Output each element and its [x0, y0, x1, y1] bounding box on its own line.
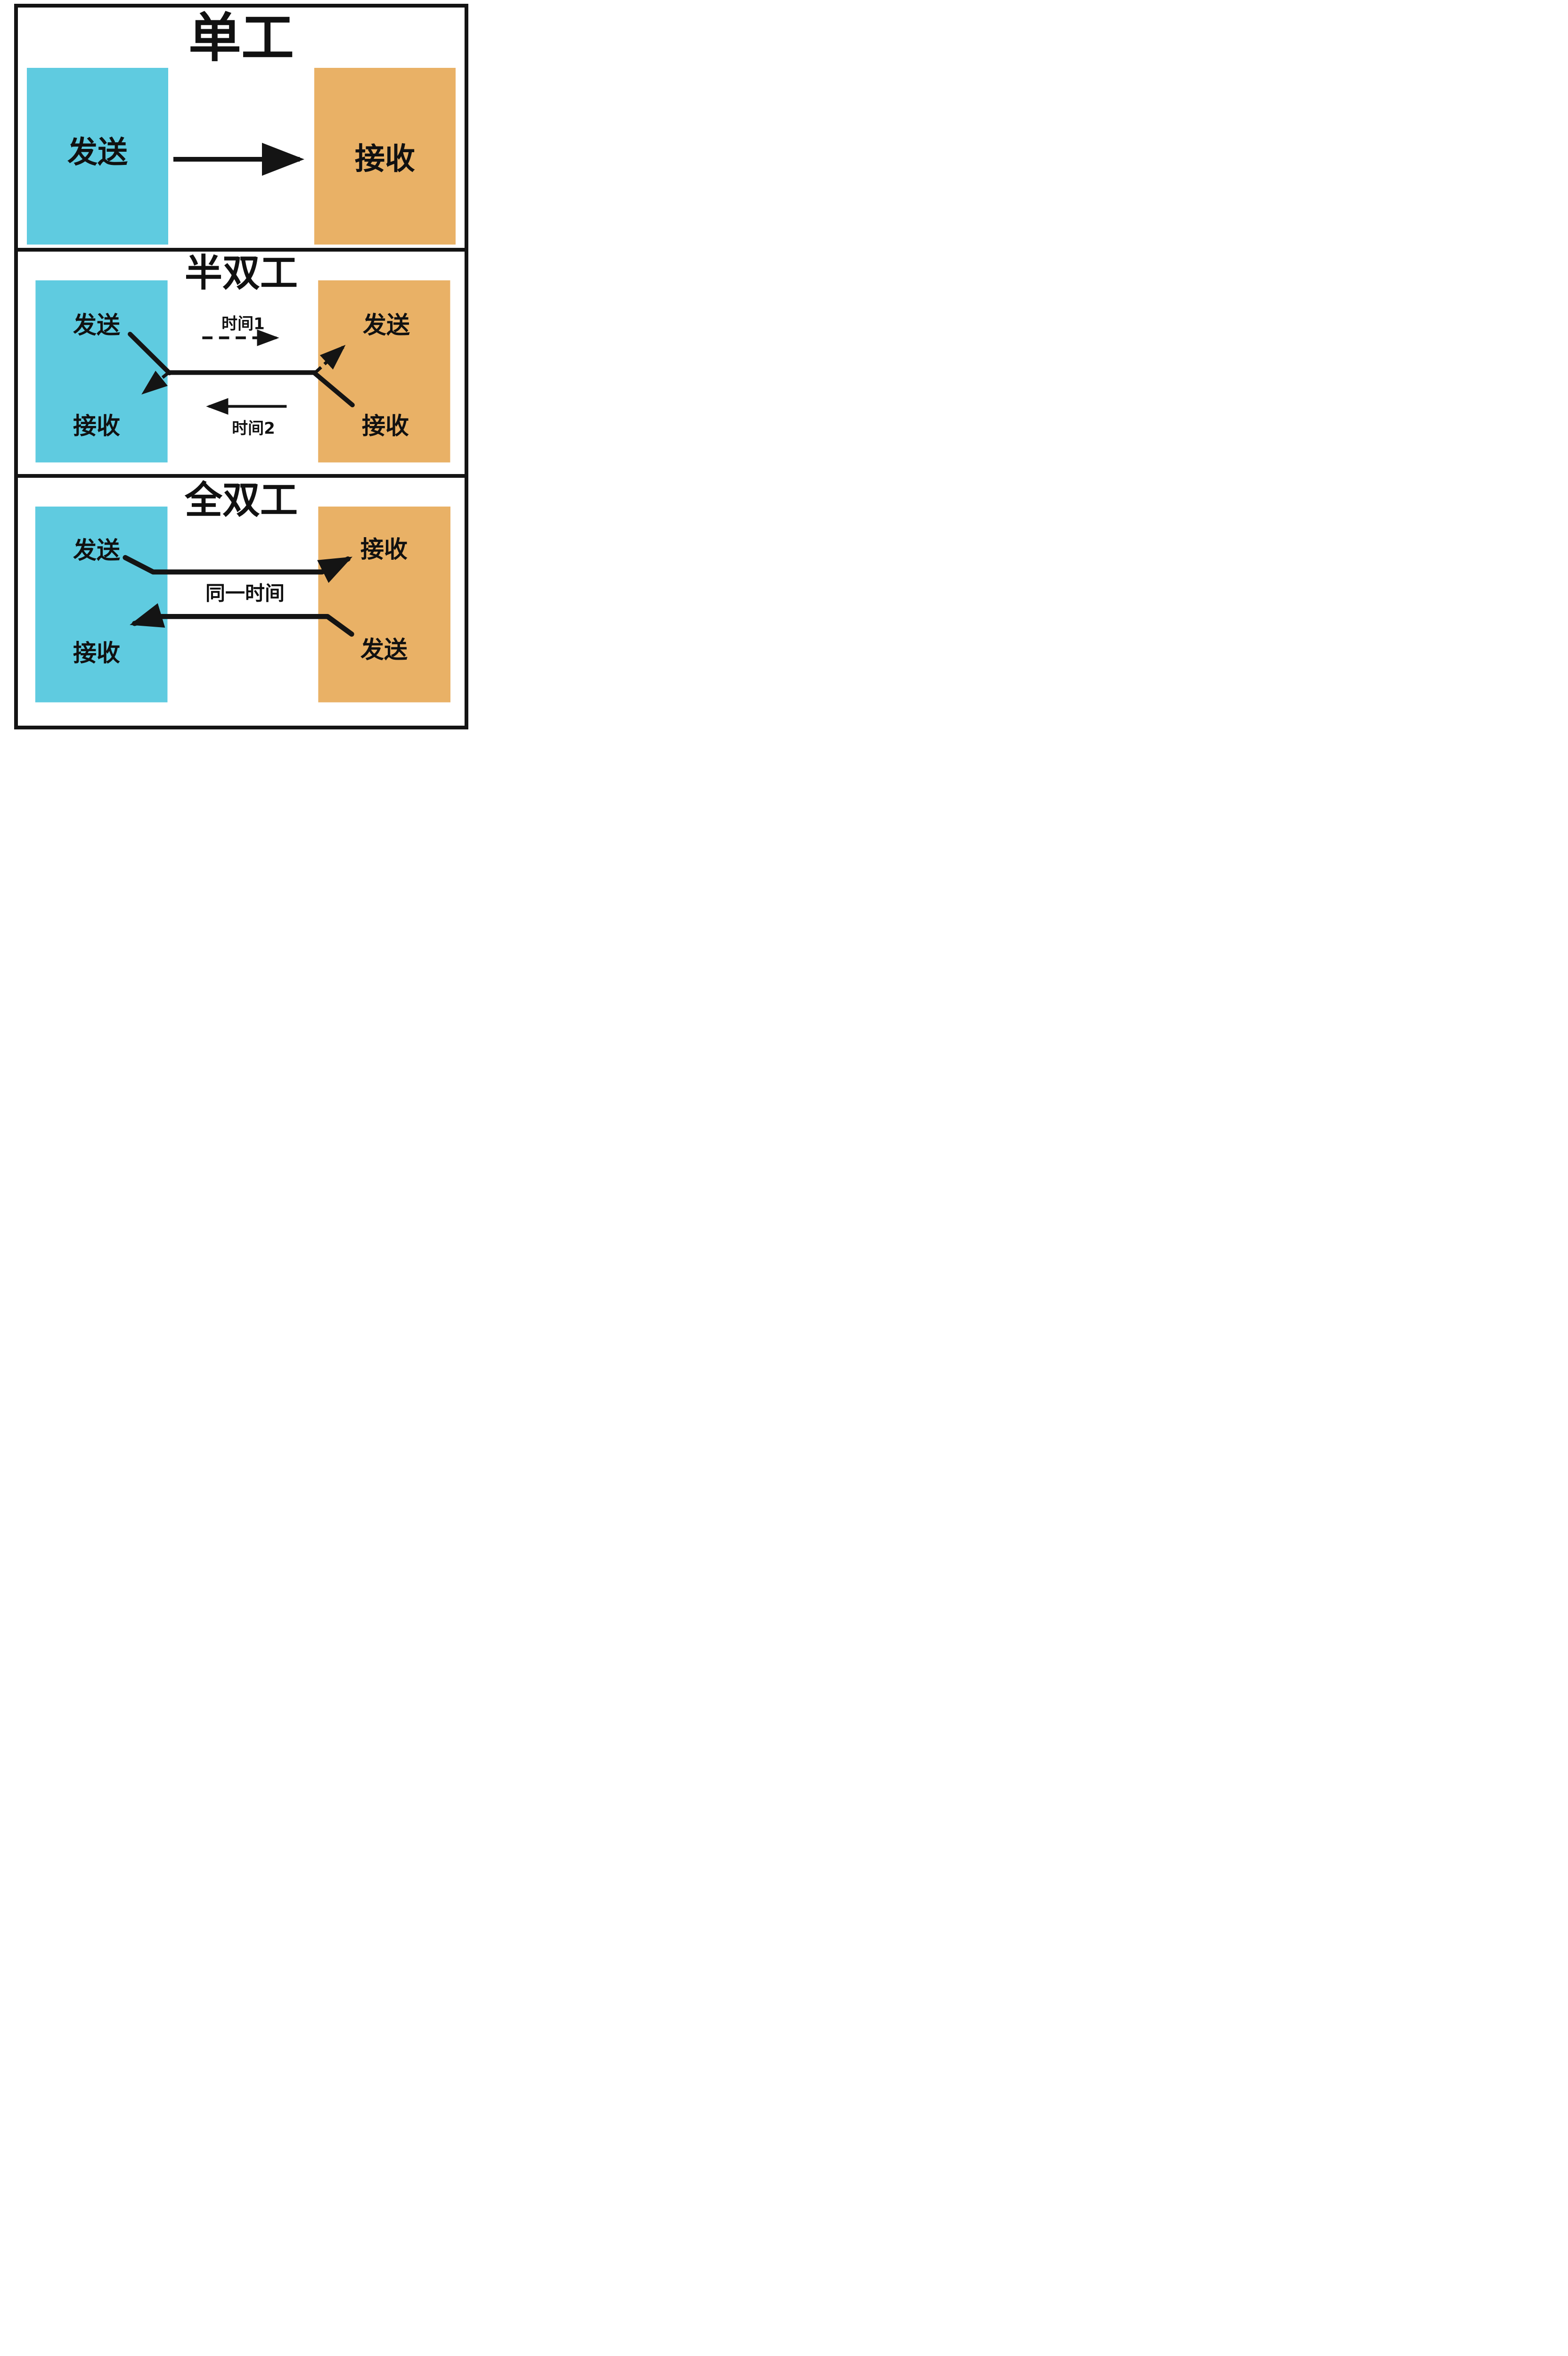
half-duplex-right-solid-link	[312, 370, 355, 408]
simplex-title: 单工	[188, 8, 294, 69]
half-duplex-right-receive-label: 接收	[362, 412, 409, 440]
half-duplex-right-send-label: 发送	[363, 311, 410, 339]
half-duplex-right-box	[318, 280, 450, 463]
half-duplex-left-receive-label: 接收	[73, 412, 120, 440]
duplex-modes-diagram: 单工 发送 接收 半双工	[0, 0, 482, 735]
full-duplex-right-receive-label: 接收	[360, 536, 408, 563]
panel-full-duplex: 全双工 发送 接收 接收 发送 同一时间	[18, 474, 465, 718]
full-duplex-same-time-label: 同一时间	[205, 581, 285, 605]
half-duplex-left-send-label: 发送	[73, 311, 120, 339]
full-duplex-right-box	[318, 507, 451, 703]
half-duplex-left-switch-arrow-icon	[141, 370, 169, 395]
full-duplex-left-receive-label: 接收	[73, 639, 120, 667]
simplex-receiver-box	[314, 68, 456, 245]
half-duplex-time2-label: 时间2	[232, 419, 275, 438]
panel-half-duplex: 半双工 发送 接收 发送 接收 时间1 时间2	[18, 248, 465, 474]
diagram-frame: 单工 发送 接收 半双工	[14, 4, 468, 729]
half-duplex-title: 半双工	[185, 251, 298, 295]
simplex-graphics	[27, 68, 456, 245]
full-duplex-forward-arrow-icon	[122, 555, 353, 583]
half-duplex-left-solid-link	[128, 332, 172, 376]
full-duplex-backward-arrow-icon	[130, 603, 354, 637]
full-duplex-left-send-label: 发送	[73, 537, 120, 564]
half-duplex-graphics	[35, 280, 450, 463]
simplex-receiver-label: 接收	[355, 142, 415, 177]
simplex-sender-box	[27, 68, 168, 245]
half-duplex-right-switch-arrow-icon	[315, 344, 346, 373]
panel-simplex: 单工 发送 接收	[18, 8, 465, 248]
half-duplex-time1-label: 时间1	[221, 314, 265, 334]
full-duplex-right-send-label: 发送	[360, 636, 408, 663]
simplex-sender-label: 发送	[67, 135, 128, 170]
full-duplex-graphics	[35, 507, 451, 703]
full-duplex-title: 全双工	[185, 478, 298, 522]
